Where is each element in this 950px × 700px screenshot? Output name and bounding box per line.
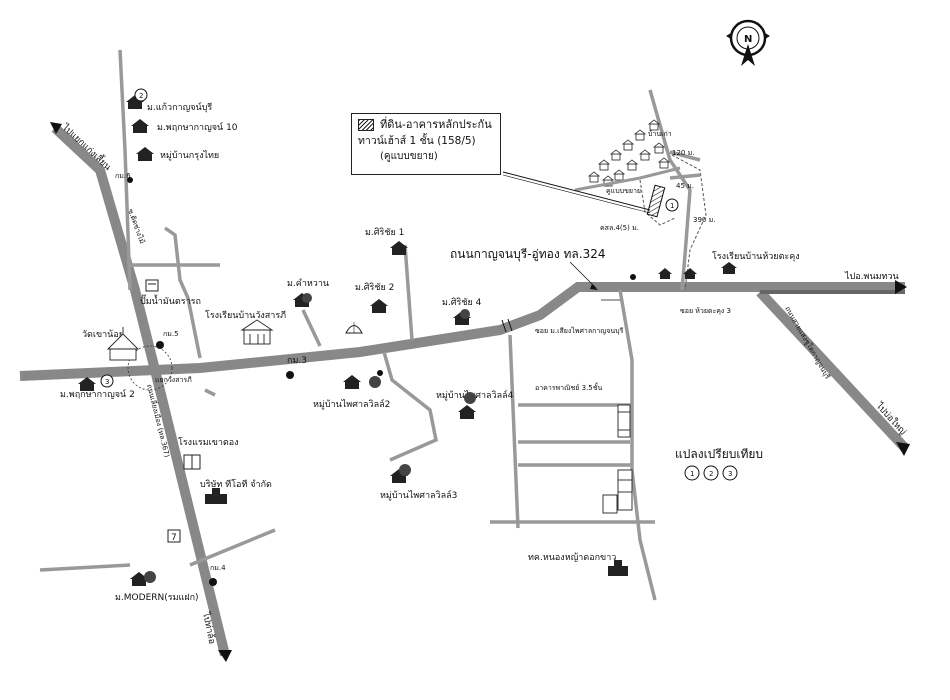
wat-label: วัดเขาน้อย [82,329,124,340]
right-road-label: ถนนสายแสงชูโตกาญจนบุรี [783,305,832,381]
subject-property [646,184,666,218]
km-6: กม.6 [115,172,131,180]
kuubaeb-label: คูแบบขยาย [606,187,641,195]
commercial-building [602,404,633,514]
km-5: กม.5 [163,330,179,338]
soi-huai-label: ซอย ห้วยตะคุง 3 [680,307,731,315]
company-label: บริษัท ทีโอที จำกัด [200,479,272,490]
house-icon [721,262,737,274]
circled-numbers: 1 2 3 1 2 3 [100,88,738,481]
callout-line2: ทาวน์เฮ้าส์ 1 ชั้น (158/5) [358,135,476,147]
village-siri2: ม.ศิริชัย 2 [355,282,394,293]
village-krungthai: หมู่บ้านกรุงไทย [160,150,219,161]
circle-1-near-subject: 1 [670,202,674,210]
school2-label: โรงเรียนบ้านห้วยตะคุง [712,251,800,262]
house-icon [458,405,476,419]
junction-label: แยกวังสารภี [155,376,192,384]
distance-120: 120 ม. [672,149,694,157]
distance-45: 45 ม. [676,182,694,190]
place-labels: วัดเขาน้อย ปั๊มน้ำมันตรารถ โรงเรียนบ้านว… [82,130,800,563]
main-roads [19,124,909,657]
distance-390: 390 ม. [693,216,715,224]
petrol-label: ปั๊มน้ำมันตรารถ [140,294,201,307]
house-icon [343,375,361,389]
secondary-roads [39,49,701,601]
hatch-legend-icon [358,119,374,131]
seven-eleven-label: 7 [171,533,177,543]
company-icon [205,488,227,504]
petrol-station-icon [145,279,159,292]
house-cluster [587,119,671,187]
soi-phai-label: ซอย ม.เสียงไพศาลกาญจนบุรี [535,326,624,335]
dest-u-thong: ไปอ.พนมทวน [844,271,899,282]
village-kamhawan: ม.คำหวาน [287,278,329,289]
shell-icon [345,322,363,334]
arrow-tha-ruea [50,122,62,134]
village-siri1: ม.ศิริชัย 1 [365,227,404,238]
circle-3-left: 3 [105,378,109,386]
km-3: กม.3 [287,356,307,366]
circle-2-top: 2 [139,92,143,100]
soi-near-label: คสล.4(5) ม. [600,224,639,232]
seven-eleven-icon: 7 [167,529,181,543]
village-siri4: ม.ศิริชัย 4 [442,297,482,308]
village-labels: ม.แก้วกาญจน์บุรี ม.พฤกษากาญจน์ 10 หมู่บ้… [60,101,514,603]
km-4: กม.4 [210,564,226,572]
hotel-icon [183,454,201,470]
house-icon [370,299,388,313]
village-kaen: ม.แก้วกาญจน์บุรี [147,101,212,113]
house-icon [131,119,149,133]
village-modern: ม.MODERN(รมแฝก) [115,593,199,603]
tree-icons [144,293,476,583]
arrow-pak-phraek [218,650,232,662]
hotel-label: โรงแรมเขาตอง [178,437,239,448]
main-road-label: ถนนกาญจนบุรี-อู่ทอง ทล.324 [450,247,606,262]
right-diagonal-road [756,288,909,452]
km-markers: กม.6 กม.5 กม.3 กม.4 [115,172,636,586]
nong-ya-label: ทค.หนองหญ้าดอกขาว [528,552,616,563]
arrow-u-thong [895,280,907,294]
school1-label: โรงเรียนบ้านวังสารภี [205,310,286,321]
village-phruksa10: ม.พฤกษากาญจน์ 10 [157,121,238,133]
callout-line1: ที่ดิน-อาคารหลักประกัน [380,118,492,131]
cross-road [51,124,230,657]
callout-line3: (คูแบบขยาย) [380,151,438,162]
house-icon [130,572,148,586]
village-phruksa2: ม.พฤกษากาญจน์ 2 [60,388,135,400]
destination-arrows [50,122,910,662]
house-icon [658,268,672,279]
temple-icon [106,327,140,361]
school-icon [240,319,274,345]
comparison-3: 3 [728,470,732,478]
comparison-1: 1 [690,470,694,478]
compass-icon: N [726,19,770,66]
subject-callout-box: ที่ดิน-อาคารหลักประกัน ทาวน์เฮ้าส์ 1 ชั้… [351,113,501,175]
village-phaisan2: หมู่บ้านไพศาลวิลล์2 [313,398,390,410]
ban-tao-label: บ้านเก่า [648,130,672,138]
dashed-soi [639,154,707,291]
main-road [19,282,905,381]
village-phaisan3: หมู่บ้านไพศาลวิลล์3 [380,489,457,501]
comparison-plots-label: แปลงเปรียบเทียบ [675,447,763,461]
building-label: อาคารพาณิชย์ 3.5ชั้น [535,381,603,392]
nong-ya-icon [608,560,628,576]
comparison-2: 2 [709,470,713,478]
house-icon [136,147,154,161]
arrow-tha-muang [896,442,910,456]
house-icon [683,268,697,279]
house-icon [390,241,408,255]
house-icon [78,377,96,391]
compass-north-label: N [744,34,752,45]
